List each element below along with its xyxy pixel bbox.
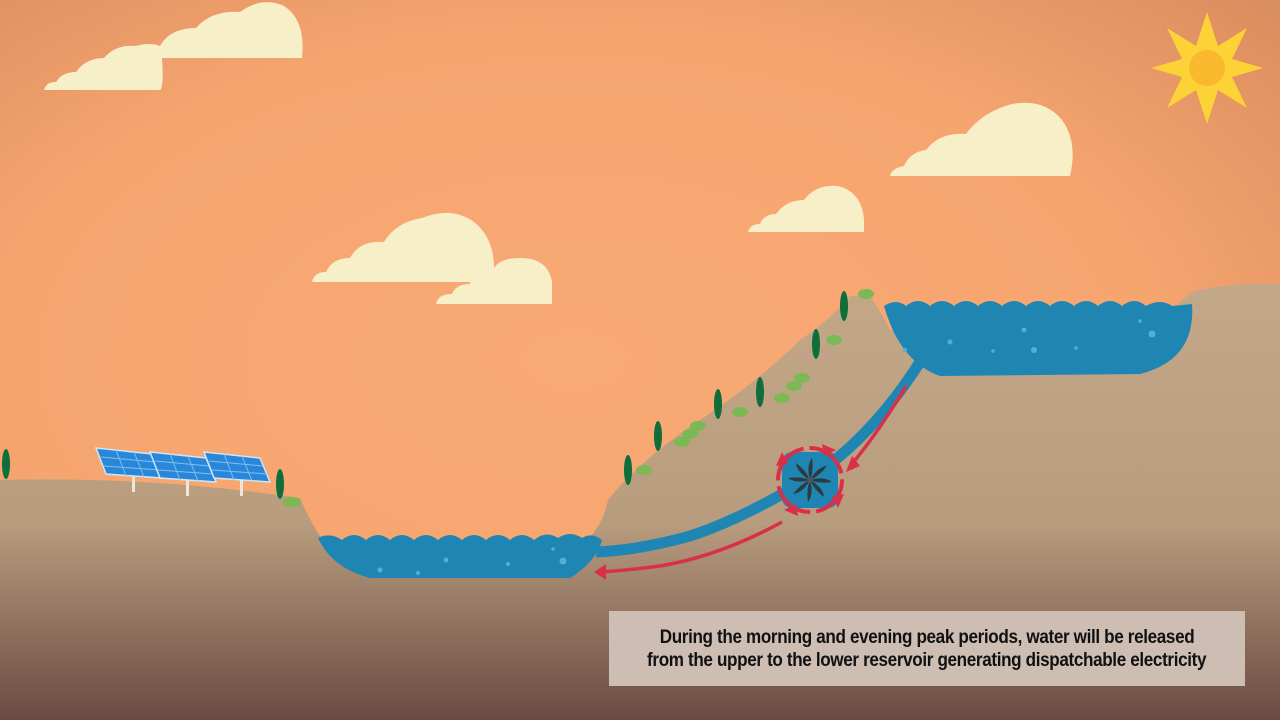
cloud-right-large [890, 102, 1073, 176]
arrow-heads [594, 456, 860, 580]
caption-line-1: During the morning and evening peak peri… [659, 626, 1195, 648]
turbine-icon [776, 444, 844, 516]
cloud-right-small [748, 185, 864, 232]
upper-reservoir-bubbles [903, 319, 1156, 353]
sun-icon [1151, 12, 1263, 124]
flow-arrows [601, 385, 908, 574]
solar-panels [94, 447, 272, 496]
caption-box: During the morning and evening peak peri… [609, 611, 1245, 686]
lower-reservoir-bubbles [377, 547, 567, 575]
lower-reservoir [318, 534, 602, 578]
trees [2, 291, 848, 499]
solar-panel [202, 451, 272, 496]
upper-reservoir [884, 301, 1193, 376]
cloud-center [312, 212, 552, 304]
penstock-pipe [595, 359, 925, 558]
ground [0, 283, 1280, 720]
cloud-top-left [44, 2, 303, 90]
solar-panel [148, 451, 218, 496]
caption-line-2: from the upper to the lower reservoir ge… [647, 649, 1207, 671]
bushes [283, 289, 874, 507]
